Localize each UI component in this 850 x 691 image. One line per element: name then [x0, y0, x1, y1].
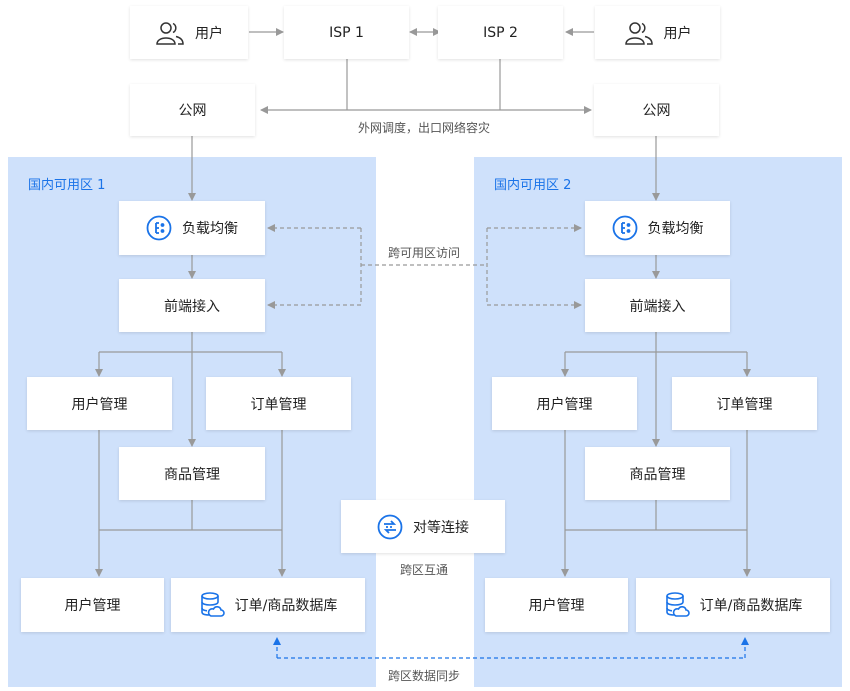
zone2-lb-label: 负载均衡 [647, 221, 704, 237]
zone2-frontend: 前端接入 [585, 279, 730, 332]
zone-1-title: 国内可用区 1 [28, 178, 106, 193]
user-node-left: 用户 [130, 6, 248, 59]
zone1-order-mgmt: 订单管理 [206, 377, 351, 430]
cloud-database-icon [199, 591, 225, 619]
user-label-right: 用户 [663, 25, 692, 42]
isp1-node: ISP 1 [284, 6, 409, 59]
isp2-node: ISP 2 [438, 6, 563, 59]
public-network-right: 公网 [594, 84, 719, 136]
load-balancer-icon [612, 215, 638, 241]
zone2-user-mgmt: 用户管理 [492, 377, 637, 430]
users-icon [155, 20, 185, 46]
public-network-left: 公网 [130, 84, 255, 136]
zone2-order-db: 订单/商品数据库 [636, 578, 830, 632]
zone2-goods-mgmt: 商品管理 [585, 447, 730, 500]
zone1-load-balancer: 负载均衡 [119, 201, 265, 255]
zone1-user-db: 用户管理 [21, 578, 164, 632]
users-icon [624, 20, 654, 46]
zone1-lb-label: 负载均衡 [182, 221, 238, 237]
zone1-frontend: 前端接入 [119, 279, 265, 332]
zone1-user-mgmt: 用户管理 [27, 377, 172, 430]
load-balancer-icon [146, 215, 172, 241]
zone2-load-balancer: 负载均衡 [585, 201, 730, 255]
data-sync-label: 跨区数据同步 [388, 669, 461, 683]
peering-icon [377, 514, 403, 540]
dns-note: 外网调度，出口网络容灾 [358, 121, 491, 135]
user-label-left: 用户 [195, 25, 223, 42]
user-node-right: 用户 [595, 6, 720, 59]
zone2-order-mgmt: 订单管理 [672, 377, 817, 430]
zone2-user-db: 用户管理 [485, 578, 628, 632]
zone1-goods-mgmt: 商品管理 [119, 447, 265, 500]
peering-connection: 对等连接 [341, 500, 505, 553]
peering-note: 跨区互通 [400, 563, 449, 577]
zone1-order-db-label: 订单/商品数据库 [234, 598, 338, 614]
peering-label: 对等连接 [413, 519, 469, 536]
cross-zone-access-label: 跨可用区访问 [388, 246, 461, 260]
zone1-order-db: 订单/商品数据库 [171, 578, 365, 632]
zone2-order-db-label: 订单/商品数据库 [699, 598, 803, 614]
cloud-database-icon [664, 591, 690, 619]
zone-2-title: 国内可用区 2 [494, 178, 572, 193]
